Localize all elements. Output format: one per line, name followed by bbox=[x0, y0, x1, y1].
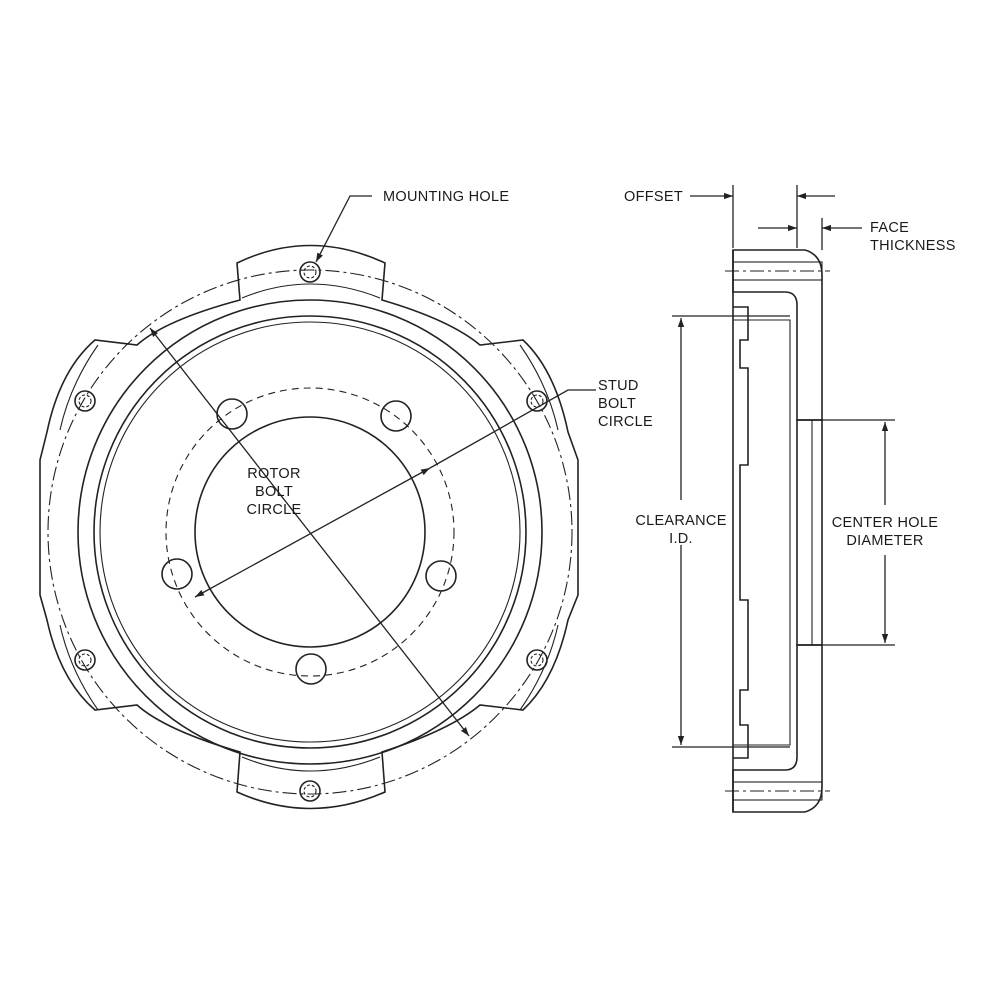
label-offset: OFFSET bbox=[624, 189, 683, 205]
lobe-right-lower bbox=[519, 624, 559, 711]
front-view bbox=[39, 195, 596, 810]
hat-outer-profile bbox=[39, 244, 579, 810]
wall-profile bbox=[733, 306, 749, 759]
lobe-top bbox=[241, 283, 381, 299]
lobe-left-lower bbox=[59, 624, 99, 711]
stud-bolt-circle-leader bbox=[429, 389, 596, 469]
stud-bolt-circle-dim bbox=[194, 467, 431, 598]
label-id: I.D. bbox=[669, 531, 693, 547]
inner-ring bbox=[93, 315, 527, 749]
section-bottom-flange bbox=[732, 644, 823, 813]
mounting-hole bbox=[526, 649, 548, 671]
label-stud-bolt: BOLT bbox=[598, 396, 636, 412]
label-thickness: THICKNESS bbox=[870, 238, 956, 254]
lobe-left-upper bbox=[59, 344, 99, 431]
label-stud: STUD bbox=[598, 378, 639, 394]
label-circle: CIRCLE bbox=[247, 502, 302, 518]
mounting-hole bbox=[299, 780, 321, 802]
stud-hole bbox=[216, 398, 248, 430]
label-mounting-hole: MOUNTING HOLE bbox=[383, 189, 509, 205]
mounting-hole bbox=[74, 390, 96, 412]
outer-ring bbox=[77, 299, 543, 765]
mounting-bolt-circle bbox=[47, 269, 573, 795]
mounting-hole bbox=[74, 649, 96, 671]
lobe-right-upper bbox=[519, 344, 559, 431]
center-bore bbox=[796, 419, 823, 646]
mounting-hole bbox=[299, 261, 321, 283]
mounting-hole-leader bbox=[315, 195, 372, 263]
label-diameter: DIAMETER bbox=[846, 533, 923, 549]
lobe-bottom bbox=[241, 756, 381, 772]
stud-hole bbox=[161, 558, 193, 590]
section-top-flange bbox=[732, 249, 823, 421]
wall-inner bbox=[733, 319, 791, 746]
label-rotor: ROTOR bbox=[247, 466, 301, 482]
mounting-hole bbox=[526, 390, 548, 412]
stud-hole bbox=[425, 560, 457, 592]
label-clearance: CLEARANCE bbox=[635, 513, 726, 529]
label-face: FACE bbox=[870, 220, 909, 236]
section-view bbox=[672, 185, 895, 813]
stud-hole bbox=[295, 653, 327, 685]
label-stud-circle: CIRCLE bbox=[598, 414, 653, 430]
rotor-bolt-circle-dim bbox=[149, 327, 470, 737]
label-bolt: BOLT bbox=[255, 484, 293, 500]
label-center-hole: CENTER HOLE bbox=[832, 515, 938, 531]
face-ring bbox=[99, 321, 521, 743]
